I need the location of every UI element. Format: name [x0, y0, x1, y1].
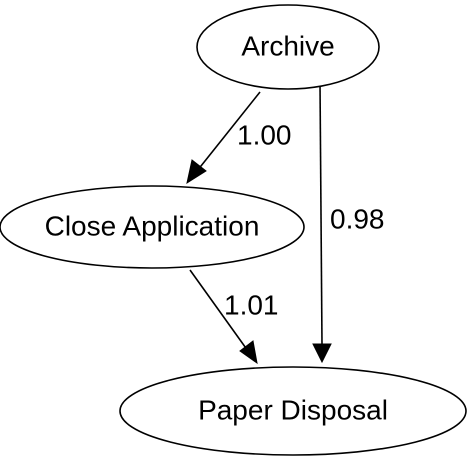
edge-label-archive-to-close-application: 1.00 [237, 119, 292, 150]
node-archive-shape [196, 4, 380, 90]
node-close-application-label: Close Application [45, 210, 260, 241]
arrowhead-archive-to-paper-disposal [312, 343, 332, 364]
edge-label-archive-to-paper-disposal: 0.98 [330, 203, 385, 234]
edge-line-archive-to-paper-disposal [319, 82, 323, 346]
node-archive: Archive [196, 4, 380, 90]
edge-archive-to-paper-disposal: 0.98 [312, 82, 385, 364]
edge-archive-to-close-application: 1.00 [186, 91, 292, 185]
edge-line-archive-to-close-application [196, 91, 261, 172]
arrowhead-archive-to-close-application [186, 159, 207, 185]
arrowhead-close-application-to-paper-disposal [239, 340, 258, 365]
node-paper-disposal: Paper Disposal [119, 366, 467, 456]
edge-close-application-to-paper-disposal: 1.01 [189, 269, 279, 365]
node-paper-disposal-shape [119, 366, 467, 456]
edge-label-close-application-to-paper-disposal: 1.01 [224, 289, 279, 320]
node-close-application: Close Application [0, 185, 305, 269]
node-paper-disposal-label: Paper Disposal [198, 394, 388, 425]
node-archive-label: Archive [241, 30, 334, 61]
edge-line-close-application-to-paper-disposal [189, 269, 249, 352]
node-close-application-shape [0, 185, 305, 269]
